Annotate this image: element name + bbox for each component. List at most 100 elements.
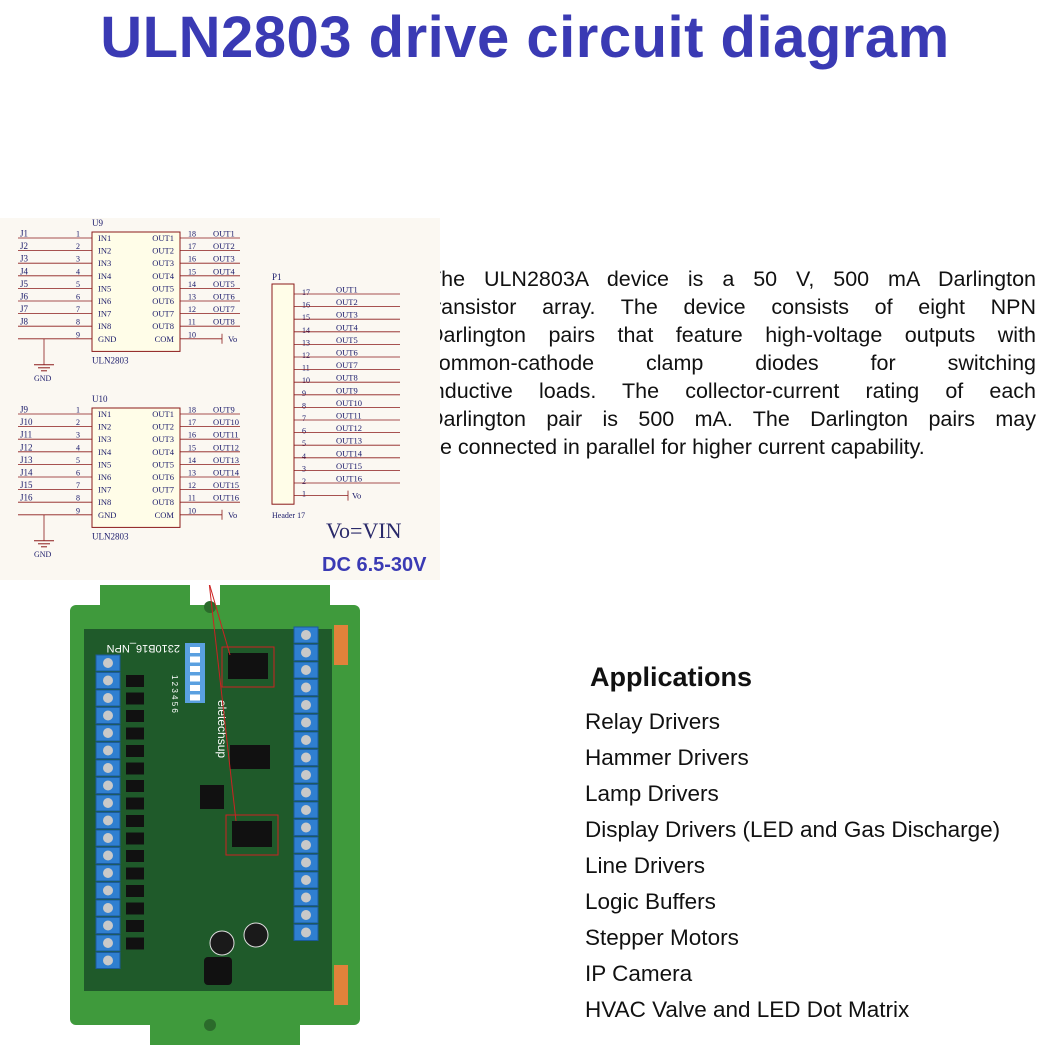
u10-pin-number: 5 <box>76 456 80 465</box>
header-net-label: OUT6 <box>336 348 358 358</box>
u10-pin-number: 11 <box>188 494 196 503</box>
header-net-label: OUT13 <box>336 436 362 446</box>
terminal-screw <box>301 857 311 868</box>
u9-output-label: OUT1 <box>152 233 174 243</box>
dip-switch-toggle <box>190 694 200 701</box>
u10-pin-number: 15 <box>188 443 196 452</box>
description-line: common-cathode clamp diodes for switchin… <box>428 351 1036 375</box>
terminal-screw <box>103 850 113 861</box>
header-pin-number: 12 <box>302 351 310 360</box>
dip-switch-toggle <box>190 656 200 663</box>
u9-net-label: OUT4 <box>213 266 235 276</box>
application-item: Stepper Motors <box>585 925 739 950</box>
optocoupler-chip <box>126 710 144 722</box>
u10-net-label: OUT10 <box>213 417 239 427</box>
header-pin-number: 7 <box>302 414 306 423</box>
u10-body <box>91 407 181 528</box>
dip-switch-toggle <box>190 685 200 691</box>
header-pin-number: 9 <box>302 389 306 398</box>
terminal-screw <box>103 658 113 668</box>
header-pin-number: 16 <box>302 301 310 310</box>
application-item: Line Drivers <box>585 853 706 878</box>
u9-connector-label: J7 <box>20 304 29 314</box>
u10-net-label: OUT12 <box>213 442 239 452</box>
description-line: be connected in parallel for higher curr… <box>428 435 925 459</box>
u9-pin-number: 1 <box>76 230 80 239</box>
u9-connector-label: J1 <box>20 229 28 239</box>
terminal-screw <box>301 770 311 780</box>
u10-connector-label: J12 <box>20 442 33 452</box>
terminal-screw <box>301 805 311 815</box>
u10-pin-number: 13 <box>188 469 196 478</box>
highlight-box <box>221 646 275 688</box>
applications-heading: Applications <box>590 662 753 692</box>
inductor <box>204 957 232 985</box>
dip-switch-toggle <box>190 647 200 653</box>
terminal-screw <box>301 787 311 798</box>
u10-input-label: IN3 <box>98 434 111 444</box>
application-item: Lamp Drivers <box>585 781 719 806</box>
application-item: HVAC Valve and LED Dot Matrix <box>585 997 910 1022</box>
case-clip-top <box>220 585 330 613</box>
dip-switch-toggle <box>190 675 200 682</box>
u10-pin-number: 3 <box>76 431 80 440</box>
terminal-screw <box>103 920 113 931</box>
optocoupler-chip <box>126 902 144 915</box>
terminal-screw <box>103 728 113 738</box>
description-line: Darlington pair is 500 mA. The Darlingto… <box>428 407 1036 431</box>
u9-net-label: OUT1 <box>213 229 235 239</box>
u10-pin-number: 12 <box>188 481 196 490</box>
u10-output-label: OUT5 <box>152 459 174 469</box>
application-item: Display Drivers (LED and Gas Discharge) <box>585 817 1001 842</box>
description: The ULN2803A device is a 50 V, 500 mA Da… <box>428 265 1036 461</box>
optocoupler-chip <box>126 745 144 757</box>
u10-input-label: IN5 <box>98 459 111 469</box>
description-line: transistor array. The device consists of… <box>428 295 1036 319</box>
u9-connector-label: J5 <box>20 279 29 289</box>
highlight-box <box>225 814 279 856</box>
terminal-screw <box>301 875 311 885</box>
u9-net-label: OUT7 <box>213 304 235 314</box>
u9-connector-label: J6 <box>20 292 29 302</box>
u9-pin-number: 15 <box>188 267 196 276</box>
ic-chip <box>230 745 270 769</box>
u10-pin-number: 6 <box>76 469 80 478</box>
u9-connector-label: J2 <box>20 241 28 251</box>
header-pin-number: 15 <box>302 313 310 322</box>
u10-output-label: OUT1 <box>152 409 174 419</box>
u10-input-label: IN1 <box>98 409 111 419</box>
u10-net-label: OUT13 <box>213 455 239 465</box>
header-pin-number: 6 <box>302 427 306 436</box>
u10-net-label: OUT9 <box>213 405 235 415</box>
u9-pin-number: 14 <box>188 280 196 289</box>
u9-pin-number: 6 <box>76 293 80 302</box>
u10-pin-number: 7 <box>76 481 80 490</box>
u9-net-label: OUT2 <box>213 241 235 251</box>
terminal-screw <box>103 815 113 826</box>
u9-input-label: IN2 <box>98 246 111 256</box>
terminal-screw <box>103 938 113 948</box>
header-net-label: OUT11 <box>336 411 362 421</box>
u10-output-label: OUT2 <box>152 422 174 432</box>
header-pin-number: 13 <box>302 338 310 347</box>
optocoupler-chip <box>126 797 144 810</box>
terminal-screw <box>301 682 311 693</box>
u9-net-label: Vo <box>228 334 237 344</box>
u9-pin-number: 12 <box>188 305 196 314</box>
u10-part: ULN2803 <box>92 531 129 541</box>
u9-net-label: OUT3 <box>213 254 235 264</box>
u10-pin-number: 9 <box>76 506 80 515</box>
u10-pin-number: 17 <box>188 418 196 427</box>
description-line: Darlington pairs that feature high-volta… <box>428 323 1036 347</box>
u10-pin-number: 2 <box>76 418 80 427</box>
u9-gnd-label: GND <box>34 374 52 383</box>
u10-pin-number: 10 <box>188 506 196 515</box>
header-pin-number: 1 <box>302 490 306 499</box>
u10-output-label: COM <box>155 510 175 520</box>
u9-output-label: OUT6 <box>152 296 174 306</box>
mount-hole <box>204 601 216 613</box>
u9-pin-number: 7 <box>76 305 80 314</box>
u9-pin-number: 17 <box>188 242 196 251</box>
header-pin-number: 3 <box>302 464 306 473</box>
u10-connector-label: J9 <box>20 405 29 415</box>
